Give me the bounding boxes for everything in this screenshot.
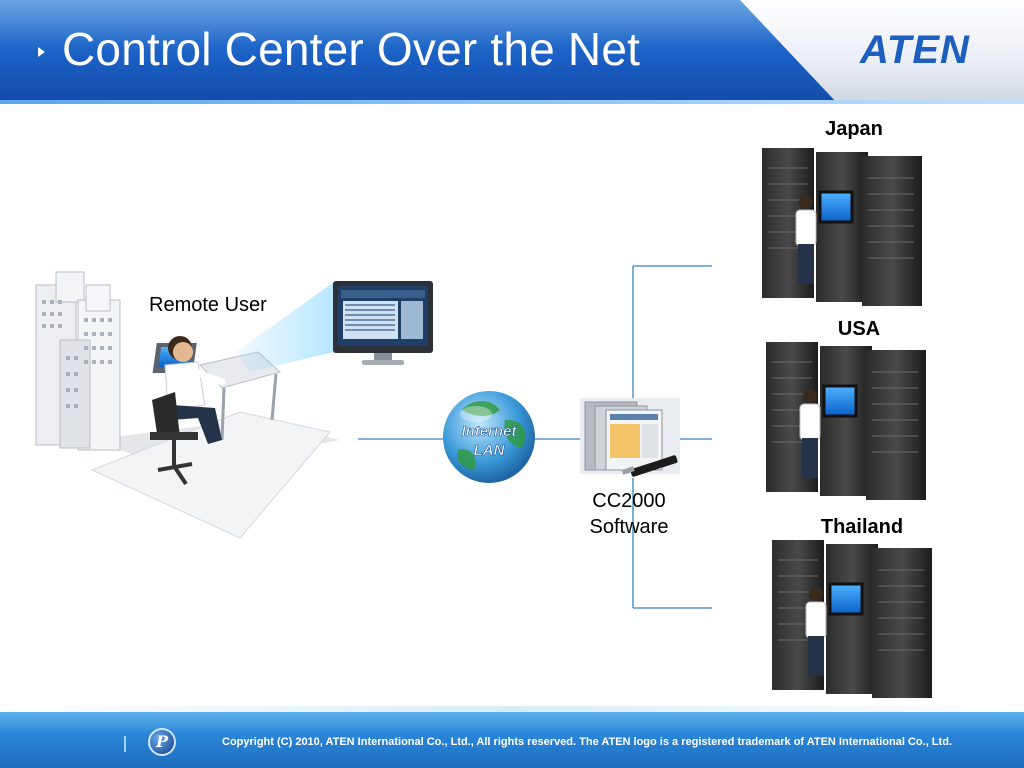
site-label-usa: USA — [837, 318, 881, 340]
software-label-line1: CC2000 — [592, 490, 666, 512]
header-rule — [0, 100, 1024, 104]
monitor-icon — [333, 281, 433, 365]
footer-copyright: Copyright (C) 2010, ATEN International C… — [222, 736, 952, 748]
network-diagram: Internet LAN — [35, 148, 932, 698]
software-box-icon — [580, 398, 680, 477]
globe-icon: Internet LAN — [443, 391, 535, 483]
network-label-lan: LAN — [474, 442, 506, 459]
footer-divider — [124, 736, 126, 752]
triangle-bullet-icon — [38, 47, 45, 57]
aten-logo: ATEN — [860, 28, 970, 72]
presentation-p-icon: P — [148, 728, 176, 756]
site-label-thailand: Thailand — [820, 516, 904, 538]
site-label-japan: Japan — [825, 118, 883, 140]
page-title: Control Center Over the Net — [62, 23, 641, 75]
connector-lines — [358, 265, 712, 609]
software-label-line2: Software — [589, 516, 669, 538]
remote-user-label: Remote User — [149, 294, 267, 316]
footer-highlight — [0, 706, 1024, 712]
header-bar: Control Center Over the Net ATEN — [0, 0, 1024, 104]
network-label-internet: Internet — [461, 423, 517, 440]
view-beam — [236, 282, 334, 372]
server-rack-icon — [762, 148, 932, 698]
